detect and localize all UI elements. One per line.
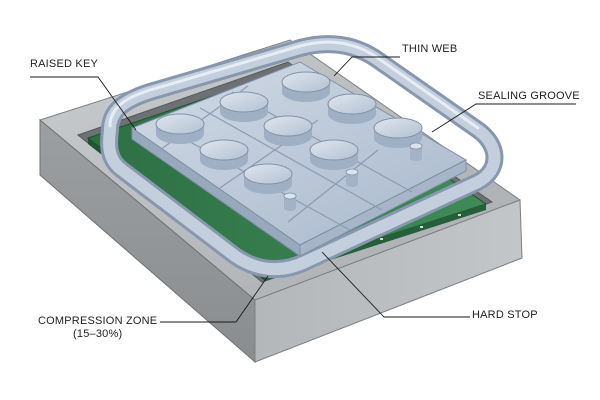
leader-raised-key xyxy=(30,76,137,131)
compression-zone-title: COMPRESSION ZONE xyxy=(38,315,158,327)
raised-keys xyxy=(155,71,423,194)
label-thin-web: THIN WEB xyxy=(402,43,458,55)
leader-hard-stop xyxy=(321,251,470,318)
raised-key xyxy=(373,117,423,148)
hard-stop-post xyxy=(345,168,359,187)
leader-compression-zone xyxy=(160,275,269,323)
raised-key xyxy=(327,93,377,124)
leader-sealing-groove xyxy=(431,103,576,133)
hard-stop-post xyxy=(283,192,297,211)
leader-thin-web xyxy=(333,56,400,77)
leader-lines xyxy=(30,56,576,323)
raised-key xyxy=(263,115,313,146)
label-sealing-groove: SEALING GROOVE xyxy=(478,90,580,102)
raised-key xyxy=(219,91,269,122)
hard-stop-post xyxy=(409,142,423,161)
membrane-plate xyxy=(130,61,468,257)
raised-key xyxy=(199,139,249,170)
raised-key xyxy=(309,139,359,170)
label-compression-zone: COMPRESSION ZONE (15–30%) xyxy=(38,315,157,341)
raised-key xyxy=(243,163,293,194)
raised-key xyxy=(281,71,331,102)
compression-zone-range: (15–30%) xyxy=(73,328,123,340)
label-hard-stop: HARD STOP xyxy=(472,309,538,321)
raised-key xyxy=(155,113,205,144)
label-raised-key: RAISED KEY xyxy=(30,58,99,70)
sealing-gasket xyxy=(100,35,504,279)
hard-stop-posts xyxy=(283,142,423,211)
